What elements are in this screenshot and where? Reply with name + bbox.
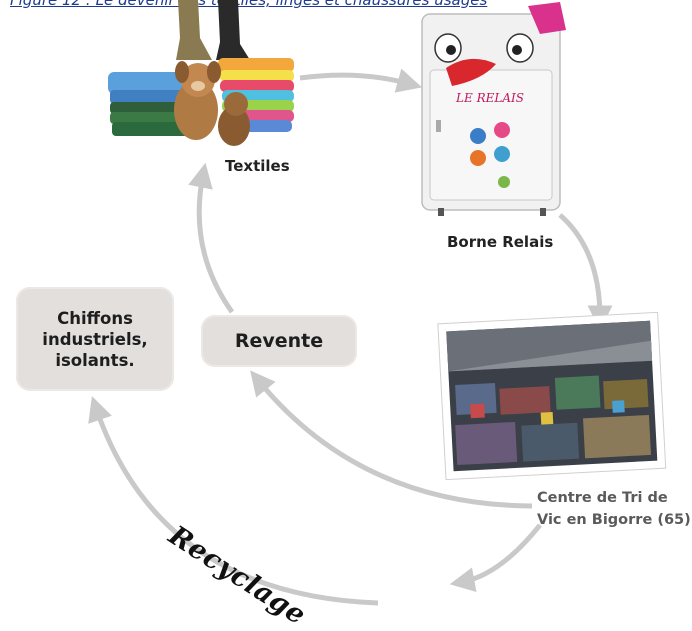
chiffons-box: Chiffons industriels, isolants.: [16, 287, 174, 391]
label-centre-tri-line2: Vic en Bigorre (65): [537, 512, 691, 528]
label-centre-tri-line1: Centre de Tri de: [537, 490, 668, 506]
label-centre-tri: Centre de Tri de Vic en Bigorre (65): [537, 487, 691, 531]
arrow-recycling-to-chiffons: [88, 396, 379, 606]
diagram-graphics: LE RELAIS: [88, 0, 667, 606]
label-borne-relais: Borne Relais: [447, 233, 554, 251]
chiffons-line3: isolants.: [55, 350, 135, 370]
arrow-centre-to-revente: [250, 370, 533, 509]
chiffons-line2: industriels,: [42, 329, 148, 349]
bin-brand: LE RELAIS: [455, 91, 524, 105]
chiffons-line1: Chiffons: [57, 308, 133, 328]
revente-box: Revente: [201, 315, 357, 367]
revente-label: Revente: [234, 330, 324, 352]
arrow-borne-to-centre: [558, 213, 613, 331]
arrow-textiles-to-borne: [299, 68, 423, 93]
label-textiles: Textiles: [225, 157, 290, 175]
centre-photo: [437, 311, 667, 481]
diagram-stage: Figure 12 : Le devenir des textiles, lin…: [10, 0, 691, 631]
textiles-image: [108, 0, 294, 146]
borne-relais-image: LE RELAIS: [421, 2, 566, 216]
arrow-revente-to-textiles: [188, 162, 235, 314]
arrow-centre-to-recycling: [449, 523, 542, 593]
figure-caption: Figure 12 : Le devenir des textiles, lin…: [10, 0, 488, 9]
